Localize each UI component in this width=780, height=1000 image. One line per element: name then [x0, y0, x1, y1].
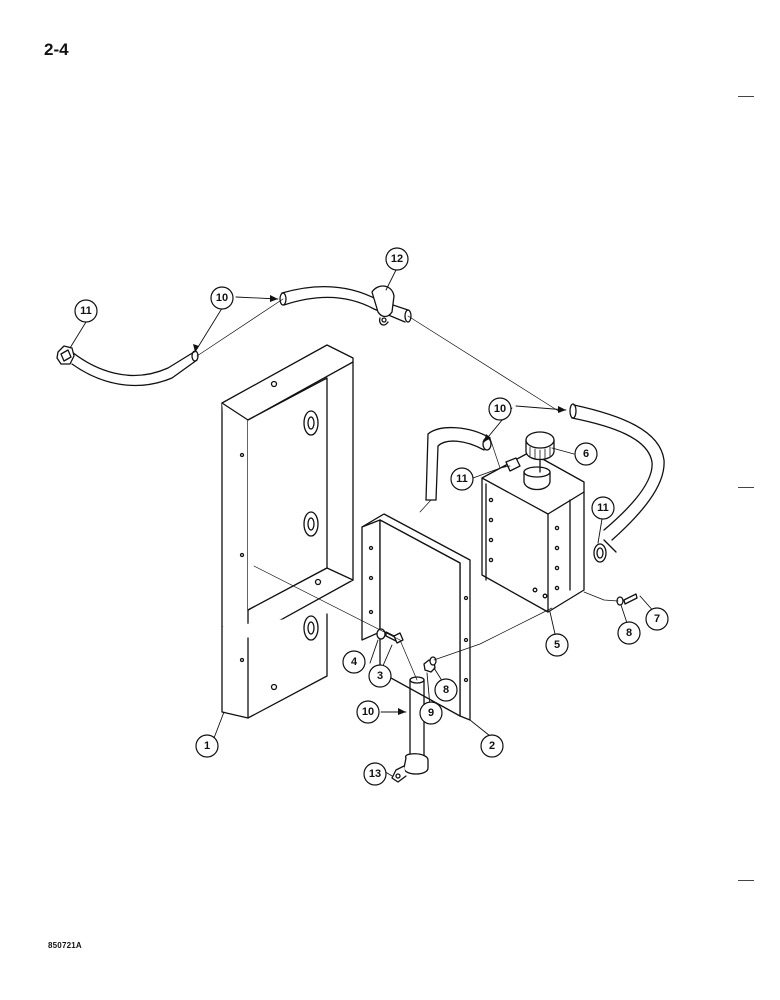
callout-label-4: 4 — [351, 656, 358, 668]
leader-arrows — [193, 295, 566, 715]
callouts — [74, 247, 669, 786]
reservoir-cap — [525, 431, 555, 473]
callout-label-10: 10 — [494, 403, 506, 415]
callout-11 — [591, 496, 615, 520]
callout-10 — [356, 700, 380, 724]
callout-5 — [545, 633, 569, 657]
callout-2 — [480, 734, 504, 758]
callout-label-10: 10 — [216, 292, 228, 304]
callout-11 — [450, 467, 474, 491]
margin-mark — [738, 96, 754, 97]
callout-label-6: 6 — [583, 448, 589, 460]
callout-9 — [419, 701, 443, 725]
callout-8 — [617, 621, 641, 645]
callout-label-11: 11 — [456, 473, 468, 485]
hose-clip — [371, 285, 395, 326]
mounting-plate — [361, 513, 471, 721]
tank-hose — [419, 426, 492, 513]
callout-10 — [210, 286, 234, 310]
callout-label-2: 2 — [489, 740, 495, 752]
hose-nut — [56, 345, 75, 365]
callout-4 — [342, 650, 366, 674]
callout-3 — [368, 664, 392, 688]
callout-6 — [574, 442, 598, 466]
callout-label-13: 13 — [369, 768, 381, 780]
overflow-hose — [71, 286, 412, 387]
callout-label-3: 3 — [377, 670, 383, 682]
callout-label-11: 11 — [597, 502, 609, 514]
figure-id: 850721A — [48, 941, 82, 950]
callout-10 — [488, 397, 512, 421]
callout-11 — [74, 299, 98, 323]
callout-label-8: 8 — [443, 684, 449, 696]
margin-mark — [738, 487, 754, 488]
callout-label-9: 9 — [428, 707, 434, 719]
reservoir-tank — [481, 451, 585, 613]
callout-label-12: 12 — [391, 253, 403, 265]
callout-label-11: 11 — [80, 305, 92, 317]
callout-label-5: 5 — [554, 639, 560, 651]
reservoir-hose — [569, 403, 665, 563]
hardware — [376, 593, 638, 783]
callout-label-1: 1 — [204, 740, 210, 752]
callout-8 — [434, 678, 458, 702]
callout-12 — [385, 247, 409, 271]
callout-label-8: 8 — [626, 627, 632, 639]
callout-label-7: 7 — [654, 613, 660, 625]
assembly-lines — [253, 437, 619, 681]
callout-1 — [195, 734, 219, 758]
callout-7 — [645, 607, 669, 631]
callout-label-10: 10 — [362, 706, 374, 718]
page-number: 2-4 — [44, 40, 69, 59]
mounting-bracket — [221, 344, 354, 719]
callout-13 — [363, 762, 387, 786]
margin-mark — [738, 880, 754, 881]
